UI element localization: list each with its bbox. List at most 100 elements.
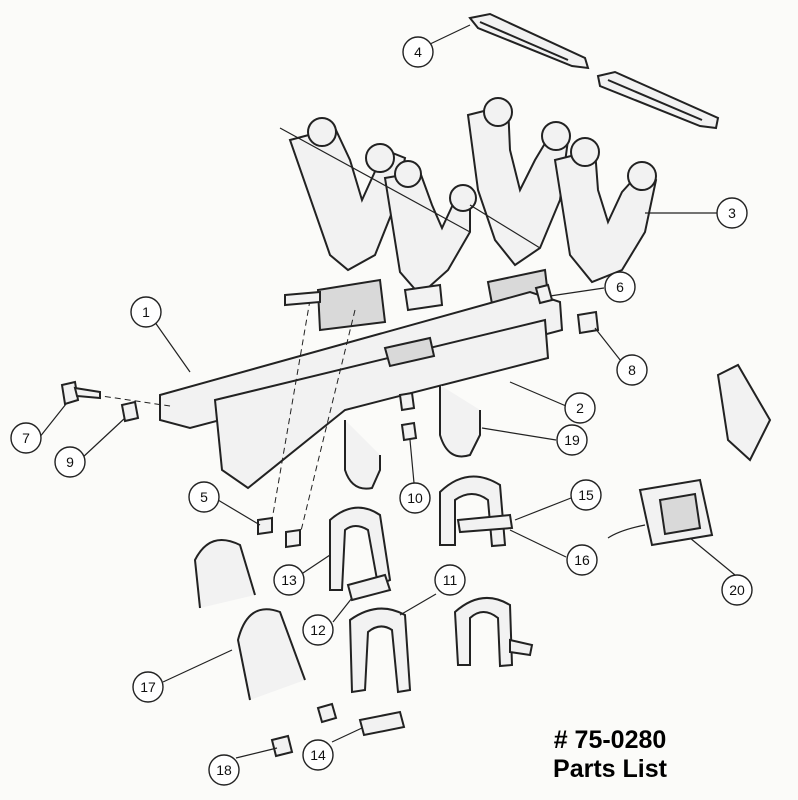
rod-holder-knob	[541, 121, 571, 151]
callout-label: 17	[140, 679, 156, 695]
bolt-axis	[271, 299, 311, 521]
callout-3: 3	[716, 197, 748, 229]
callout-label: 4	[414, 44, 422, 60]
callout-circle	[434, 564, 466, 596]
bracket-plate	[213, 318, 550, 490]
light-wire	[607, 524, 646, 539]
parts-list-heading: Parts List	[553, 755, 667, 783]
leader-6	[549, 287, 605, 297]
ubolt-parts	[193, 539, 306, 701]
callout-7: 7	[10, 422, 42, 454]
strap-upper-slot	[479, 21, 569, 61]
callout-circle	[402, 36, 434, 68]
leader-14	[331, 727, 363, 743]
bolt-axis	[94, 394, 171, 407]
clamp-13	[329, 506, 392, 591]
callout-circle	[208, 754, 240, 786]
callout-circle	[399, 482, 431, 514]
clamp-shackle	[453, 596, 514, 668]
leader-12	[332, 597, 353, 623]
leader-9	[81, 417, 126, 459]
callout-circle	[10, 422, 42, 454]
callout-label: 19	[564, 432, 580, 448]
strap-upper	[468, 12, 590, 70]
nut	[576, 310, 600, 335]
callout-circle	[564, 392, 596, 424]
callout-circle	[54, 446, 86, 478]
callout-label: 8	[628, 362, 636, 378]
rod-holder-parts	[279, 97, 658, 332]
leader-15	[514, 497, 572, 521]
side-block	[716, 363, 772, 462]
callout-14: 14	[302, 739, 334, 771]
rod-holder-rod	[469, 204, 541, 249]
callout-15: 15	[570, 479, 602, 511]
spacer-12	[346, 573, 392, 602]
callout-label: 9	[66, 454, 74, 470]
leader-lines	[38, 24, 736, 759]
callout-1: 1	[130, 296, 162, 328]
strap-lower-slot	[607, 79, 703, 121]
callout-circle	[302, 614, 334, 646]
bolt-axis	[299, 309, 356, 536]
callout-circle	[604, 271, 636, 303]
nut	[400, 421, 418, 442]
callout-8: 8	[616, 354, 648, 386]
callout-label: 6	[616, 279, 624, 295]
callout-circle	[302, 739, 334, 771]
bolt-head	[285, 528, 301, 549]
leader-10	[409, 439, 415, 484]
leader-18	[235, 747, 278, 759]
light-parts	[607, 478, 714, 547]
part-number: # 75-0280	[553, 726, 667, 754]
light-lens	[658, 492, 702, 536]
nut	[270, 734, 294, 758]
clamp-16	[439, 475, 507, 548]
callouts: 4 1 3 6 8 2 7 9 19 10 5 15 16 20 13 12 1…	[10, 36, 753, 786]
leader-4	[427, 24, 471, 46]
callout-11: 11	[434, 564, 466, 596]
callout-circle	[188, 481, 220, 513]
callout-9: 9	[54, 446, 86, 478]
leader-17	[162, 649, 233, 683]
callout-circle	[130, 296, 162, 328]
holder-mount-plate	[403, 283, 444, 312]
callout-label: 11	[443, 572, 458, 588]
callout-label: 3	[728, 205, 736, 221]
clamp-pin	[456, 513, 514, 534]
callout-2: 2	[564, 392, 596, 424]
callout-circle	[570, 479, 602, 511]
ubolt-lower	[236, 608, 306, 701]
callout-circle	[616, 354, 648, 386]
rod-holder-left-outer	[288, 126, 407, 272]
clamp-pin	[509, 638, 534, 657]
bolt-head	[257, 516, 273, 536]
callout-circle	[721, 574, 753, 606]
callout-circle	[132, 671, 164, 703]
callout-18: 18	[208, 754, 240, 786]
callout-label: 12	[310, 622, 326, 638]
bracket-parts	[94, 290, 564, 536]
callout-16: 16	[566, 544, 598, 576]
callout-circle	[556, 424, 588, 456]
bolt-shaft	[284, 290, 321, 307]
callout-label: 14	[310, 747, 326, 763]
leader-11	[399, 593, 437, 616]
strap-parts	[468, 12, 720, 130]
rod-holder-knob	[483, 97, 513, 127]
hardware-parts	[60, 283, 600, 758]
callout-label: 10	[407, 490, 423, 506]
rod-holder-knob	[627, 161, 657, 191]
callout-4: 4	[402, 36, 434, 68]
callout-label: 16	[574, 552, 590, 568]
rod-holder-knob	[307, 117, 337, 147]
ubolt-upper	[193, 539, 256, 609]
callout-17: 17	[132, 671, 164, 703]
spacer-parts	[346, 573, 406, 737]
rod-holder-knob	[365, 143, 395, 173]
leader-19	[481, 427, 557, 441]
rod-holder-knob	[570, 137, 600, 167]
rod-holder-knob	[449, 184, 477, 212]
